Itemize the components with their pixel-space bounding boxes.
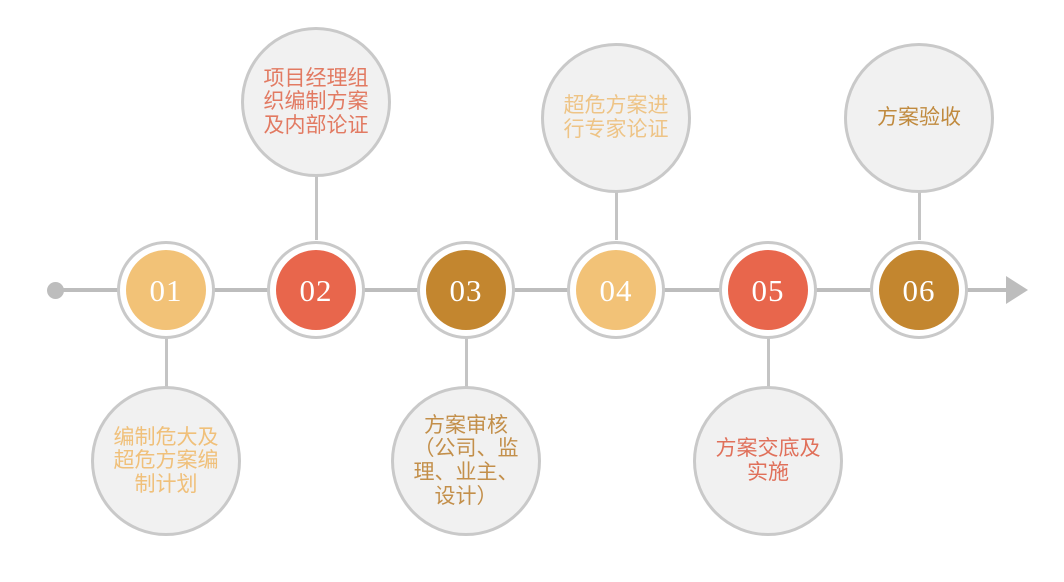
step-number-05: 05 xyxy=(728,250,808,330)
timeline-start-dot xyxy=(47,282,64,299)
step-label-02: 项目经理组织编制方案及内部论证 xyxy=(263,65,369,137)
connector-stem-05 xyxy=(767,338,770,388)
step-bubble-03[interactable]: 方案审核（公司、监理、业主、设计） xyxy=(391,386,541,536)
connector-stem-01 xyxy=(165,338,168,388)
step-bubble-01[interactable]: 编制危大及超危方案编制计划 xyxy=(91,386,241,536)
step-node-05[interactable]: 05 xyxy=(719,241,817,339)
step-bubble-04[interactable]: 超危方案进行专家论证 xyxy=(541,43,691,193)
step-node-04[interactable]: 04 xyxy=(567,241,665,339)
step-label-06: 方案验收 xyxy=(877,105,961,130)
step-node-02[interactable]: 02 xyxy=(267,241,365,339)
step-label-04: 超危方案进行专家论证 xyxy=(563,93,669,141)
connector-stem-04 xyxy=(615,192,618,240)
step-label-01: 编制危大及超危方案编制计划 xyxy=(113,424,219,496)
timeline-arrow-icon xyxy=(1006,276,1028,304)
step-number-01: 01 xyxy=(126,250,206,330)
step-bubble-06[interactable]: 方案验收 xyxy=(844,43,994,193)
timeline-axis-line xyxy=(60,288,1015,292)
step-node-01[interactable]: 01 xyxy=(117,241,215,339)
step-bubble-02[interactable]: 项目经理组织编制方案及内部论证 xyxy=(241,27,391,177)
connector-stem-06 xyxy=(918,192,921,240)
step-label-03: 方案审核（公司、监理、业主、设计） xyxy=(413,412,519,508)
connector-stem-02 xyxy=(315,175,318,240)
step-number-06: 06 xyxy=(879,250,959,330)
step-node-03[interactable]: 03 xyxy=(417,241,515,339)
step-number-02: 02 xyxy=(276,250,356,330)
step-node-06[interactable]: 06 xyxy=(870,241,968,339)
step-number-03: 03 xyxy=(426,250,506,330)
step-number-04: 04 xyxy=(576,250,656,330)
step-label-05: 方案交底及实施 xyxy=(715,436,821,484)
step-bubble-05[interactable]: 方案交底及实施 xyxy=(693,386,843,536)
connector-stem-03 xyxy=(465,338,468,388)
